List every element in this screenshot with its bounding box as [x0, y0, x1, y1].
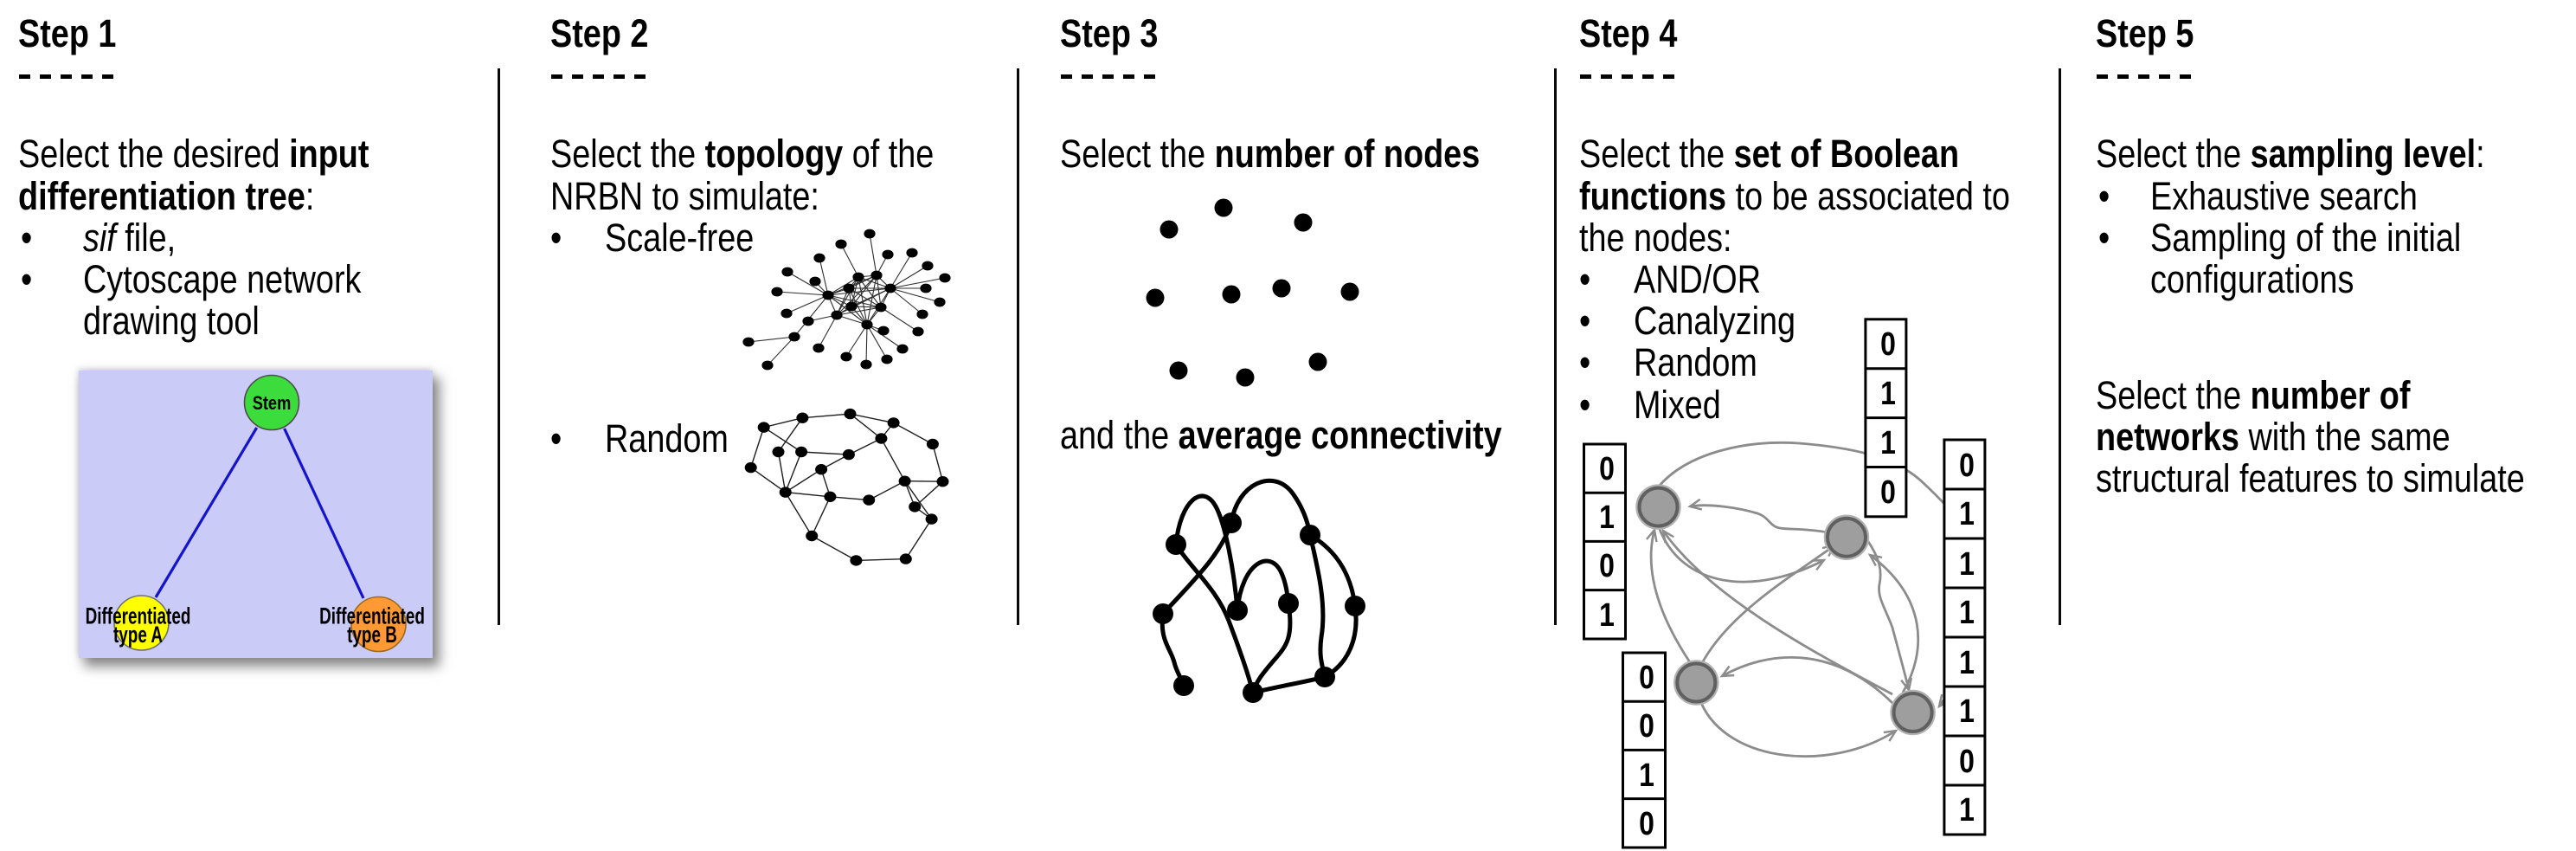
svg-text:0: 0	[1639, 659, 1654, 695]
svg-text:1: 1	[1959, 791, 1975, 828]
svg-text:1: 1	[1959, 594, 1975, 630]
svg-text:Differentiated: Differentiated	[319, 603, 425, 629]
svg-text:0: 0	[1639, 707, 1654, 744]
svg-text:0: 0	[1599, 450, 1615, 487]
svg-text:0: 0	[1639, 805, 1654, 841]
svg-text:0: 0	[1880, 474, 1896, 510]
svg-text:1: 1	[1959, 495, 1975, 532]
svg-text:1: 1	[1959, 644, 1975, 680]
svg-text:type B: type B	[347, 622, 397, 648]
svg-text:0: 0	[1959, 743, 1975, 779]
svg-text:1: 1	[1959, 693, 1975, 729]
svg-text:Differentiated: Differentiated	[86, 603, 191, 629]
svg-text:1: 1	[1599, 596, 1615, 633]
svg-text:0: 0	[1599, 547, 1615, 583]
svg-text:type A: type A	[113, 622, 163, 648]
svg-text:Stem: Stem	[253, 394, 292, 415]
svg-text:0: 0	[1880, 326, 1896, 362]
svg-text:1: 1	[1639, 757, 1654, 793]
svg-text:1: 1	[1599, 499, 1615, 535]
svg-text:1: 1	[1880, 375, 1896, 411]
svg-text:0: 0	[1959, 447, 1975, 483]
svg-text:1: 1	[1880, 424, 1896, 461]
svg-text:1: 1	[1959, 545, 1975, 582]
